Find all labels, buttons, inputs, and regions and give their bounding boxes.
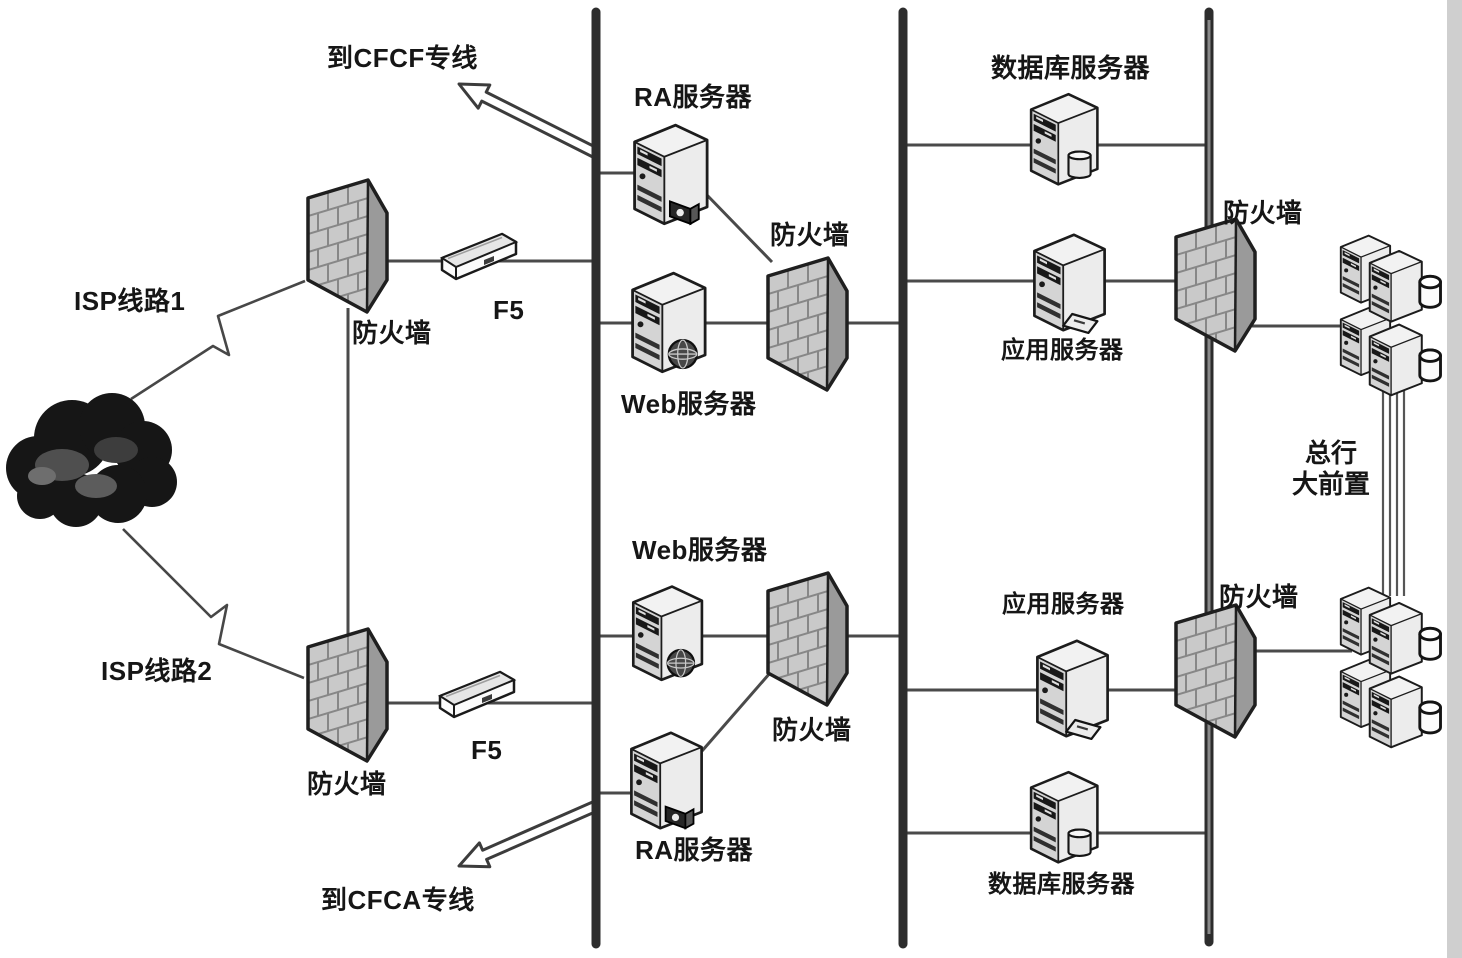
firewall-isp-2-icon <box>308 629 387 761</box>
hq-frontend-label: 总行 大前置 <box>1276 438 1386 500</box>
f5-load-balancer-1-icon <box>440 232 518 281</box>
hq-frontend-label-line1: 总行 <box>1304 438 1357 468</box>
to-cfcf-label: 到CFCF专线 <box>327 43 478 73</box>
f5-2-label: F5 <box>471 735 503 765</box>
app-server-1-icon <box>1034 235 1104 333</box>
web-server-1-label: Web服务器 <box>621 389 757 419</box>
hq-frontend-label-line2: 大前置 <box>1291 469 1370 500</box>
link-ra2-dmzfw2 <box>700 672 772 752</box>
ra-server-2-label: RA服务器 <box>635 835 754 865</box>
web-server-2-label: Web服务器 <box>632 535 768 565</box>
web-server-1-icon <box>633 273 706 372</box>
firewall-isp-1-label: 防火墙 <box>352 318 432 348</box>
firewall-core-2-icon <box>1176 605 1255 737</box>
firewall-isp-2-label: 防火墙 <box>307 769 387 799</box>
firewall-dmz-2-label: 防火墙 <box>772 715 852 745</box>
app-server-2-icon <box>1037 641 1107 739</box>
cfca-arrow <box>457 799 600 869</box>
ra-server-2-icon <box>631 733 701 828</box>
database-server-2-icon <box>1031 772 1097 862</box>
firewall-core-1-label: 防火墙 <box>1223 198 1303 228</box>
ra-server-1-icon <box>635 125 708 224</box>
fibre-bundle <box>1381 382 1406 596</box>
database-server-1-icon <box>1031 94 1097 184</box>
isp-lightning-links <box>122 279 306 680</box>
firewall-dmz-1-label: 防火墙 <box>770 220 850 250</box>
database-server-1-label: 数据库服务器 <box>991 53 1151 83</box>
ra-server-1-label: RA服务器 <box>634 82 753 112</box>
firewall-dmz-2-icon <box>768 573 847 705</box>
isp-line-1-link <box>130 279 306 401</box>
internet-cloud-icon <box>6 393 177 527</box>
database-server-2-label: 数据库服务器 <box>988 871 1135 898</box>
app-server-2-label: 应用服务器 <box>1002 591 1125 618</box>
cfcf-arrow <box>457 82 600 159</box>
web-server-2-icon <box>633 587 702 680</box>
link-ra1-dmzfw1 <box>703 191 774 264</box>
firewall-core-2-label: 防火墙 <box>1219 582 1299 612</box>
f5-1-label: F5 <box>493 295 525 325</box>
hq-frontend-cluster-2-icon <box>1341 588 1441 748</box>
isp-line-2-label: ISP线路2 <box>101 656 213 686</box>
firewall-core-1-icon <box>1176 219 1255 351</box>
app-server-1-label: 应用服务器 <box>1001 337 1124 364</box>
hq-frontend-cluster-1-icon <box>1341 236 1441 396</box>
isp-line-1-label: ISP线路1 <box>74 286 186 316</box>
f5-load-balancer-2-icon <box>438 670 516 719</box>
page-edge-strip <box>1447 0 1462 958</box>
firewall-dmz-1-icon <box>768 258 847 390</box>
firewall-isp-1-icon <box>308 180 387 312</box>
to-cfca-label: 到CFCA专线 <box>321 885 475 915</box>
isp-line-2-link <box>122 528 305 680</box>
